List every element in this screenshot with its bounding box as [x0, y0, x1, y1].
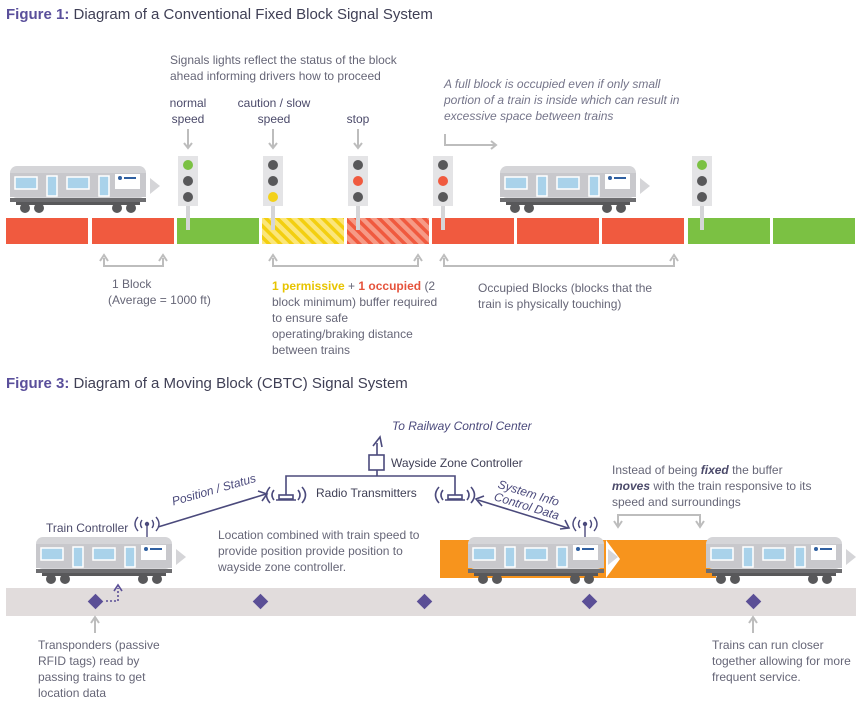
label-normal-speed: normal speed	[169, 96, 207, 126]
block-average: (Average = 1000 ft)	[108, 293, 211, 307]
block-1	[6, 218, 88, 244]
cbtc-train-1	[35, 536, 187, 585]
signal-normal	[178, 156, 198, 230]
block-8	[602, 218, 684, 244]
full-block-note: A full block is occupied even if only sm…	[444, 77, 680, 123]
network-lines	[285, 435, 456, 488]
block-label: 1 Block	[112, 277, 152, 291]
dotted-read-arrow	[106, 588, 119, 602]
closer-note: Trains can run closer together allowing …	[712, 638, 851, 684]
signal-label-arrows	[183, 129, 363, 150]
fixed-block-track	[6, 218, 855, 244]
block-6	[432, 218, 514, 244]
block-5-occupied-buffer	[347, 218, 429, 244]
figure3-title: Figure 3: Diagram of a Moving Block (CBT…	[6, 375, 408, 392]
location-note: Location combined with train speed to pr…	[218, 528, 420, 574]
buffer-permissive: 1 permissive	[272, 279, 345, 293]
system-info-arrow	[474, 495, 571, 530]
transponders-note: Transponders (passive RFID tags) read by…	[38, 638, 160, 700]
radio-transmitter-right	[434, 486, 476, 504]
signal-caution	[263, 156, 283, 230]
closer-label-arrow	[748, 615, 758, 633]
train-controller-label: Train Controller	[46, 521, 129, 535]
full-block-bracket	[444, 134, 498, 150]
buffer-occupied: 1 occupied	[358, 279, 422, 293]
figure1-title: Figure 1: Diagram of a Conventional Fixe…	[6, 6, 433, 23]
buffer-note: 1 permissive + 1 occupied (2 block minim…	[272, 279, 438, 357]
signal-normal-2	[692, 156, 712, 230]
block-2	[92, 218, 174, 244]
wayside-controller-box	[368, 454, 385, 471]
block-4-permissive	[262, 218, 344, 244]
train-icon-1	[9, 165, 161, 214]
train1-antenna-icon	[134, 516, 160, 537]
block-3	[177, 218, 259, 244]
label-caution: caution / slow speed	[237, 96, 311, 126]
radio-transmitter-left	[265, 486, 307, 504]
signals-note: Signals lights reflect the status of the…	[170, 53, 397, 83]
label-stop: stop	[346, 112, 370, 126]
buffer-bracket	[268, 253, 423, 267]
wayside-label: Wayside Zone Controller	[391, 456, 523, 470]
control-center-label: To Railway Control Center	[392, 419, 532, 433]
signal-stop-2	[433, 156, 453, 230]
signal-stop	[348, 156, 368, 230]
block-7	[517, 218, 599, 244]
train2-antenna-icon	[572, 516, 598, 537]
moving-buffer	[606, 540, 716, 578]
moving-buffer-bracket	[613, 514, 705, 529]
buffer-text: (2 block minimum) buffer required to ens…	[272, 279, 438, 357]
train-icon-2	[499, 165, 651, 214]
occupied-bracket	[439, 253, 679, 267]
block-bracket	[99, 253, 168, 267]
transponder-label-arrow	[90, 615, 100, 633]
dotted-arrow-head	[113, 583, 123, 592]
moving-buffer-note: Instead of being fixed the buffer moves …	[612, 463, 812, 509]
occupied-note: Occupied Blocks (blocks that the train i…	[478, 281, 653, 311]
cbtc-train-3	[705, 536, 857, 585]
radio-label: Radio Transmitters	[316, 486, 417, 500]
block-10	[773, 218, 855, 244]
position-status-arrow	[157, 490, 269, 528]
